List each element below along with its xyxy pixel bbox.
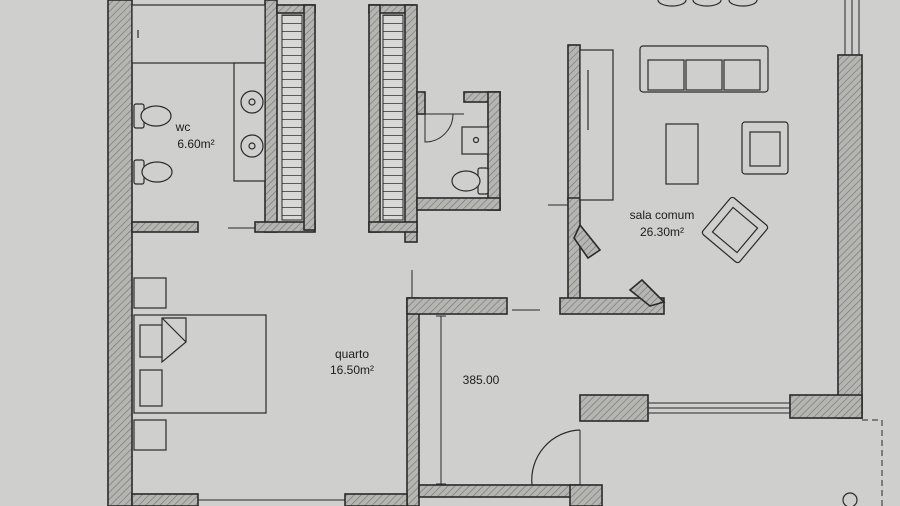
- window-top-right: [844, 0, 860, 55]
- armchair-icon: [701, 196, 769, 264]
- door-swing: [424, 113, 454, 143]
- dining-chairs: [657, 0, 758, 7]
- living-furniture: [579, 45, 789, 264]
- room-area-wc: 6.60m²: [177, 137, 214, 151]
- room-label-wc: wc: [175, 120, 191, 134]
- terrace-outline: [862, 419, 883, 506]
- window-bottom: [648, 402, 790, 414]
- room-area-sala: 26.30m²: [640, 225, 684, 239]
- shower-tray: [131, 4, 266, 64]
- kitchen-counter: [579, 49, 614, 201]
- nightstand: [133, 277, 167, 309]
- stair-flight-right: [382, 14, 404, 221]
- room-area-quarto: 16.50m²: [330, 363, 374, 377]
- entrance-door-swing: [531, 429, 581, 486]
- drain-icon: [842, 492, 858, 506]
- small-bath-fixtures: [451, 126, 489, 195]
- pillow: [139, 369, 163, 407]
- pillow: [139, 324, 163, 358]
- dimension-line: [436, 315, 446, 485]
- stair-flight-left: [281, 14, 303, 221]
- walls: [107, 0, 863, 506]
- bedroom-furniture: [133, 277, 267, 451]
- nightstand: [133, 419, 167, 451]
- room-label-quarto: quarto: [335, 347, 369, 361]
- room-label-sala: sala comum: [630, 208, 695, 222]
- coffee-table: [665, 123, 699, 185]
- vanity-counter: [233, 62, 266, 182]
- wc-fixtures: [131, 4, 266, 185]
- dimension-label: 385.00: [463, 373, 500, 387]
